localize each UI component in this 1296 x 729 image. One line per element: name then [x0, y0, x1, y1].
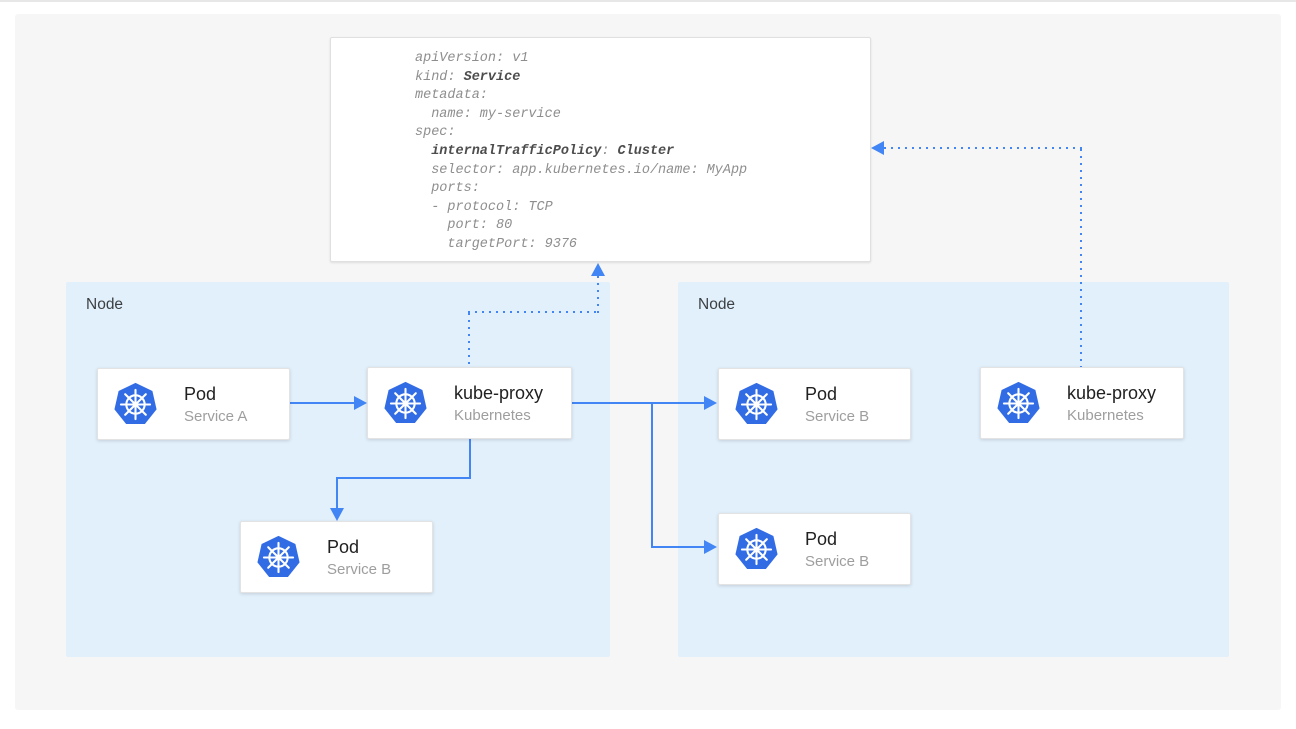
line-elbow-left	[336, 477, 471, 479]
yaml-line: port: 80	[415, 218, 513, 234]
line-branch-to-right-pod-bottom	[651, 546, 705, 548]
yaml-line: - protocol: TCP	[415, 199, 553, 215]
card-kube-proxy-left: kube-proxy Kubernetes	[367, 367, 572, 439]
kubernetes-icon	[995, 380, 1042, 427]
dotted-left-to-yaml	[597, 276, 599, 313]
arrowhead-into-left-pod-b	[330, 508, 344, 521]
node-label: Node	[86, 296, 124, 313]
dotted-right-horizontal	[884, 147, 1082, 149]
yaml-line: selector: app.kubernetes.io/name: MyApp	[415, 162, 748, 178]
yaml-line: spec:	[415, 125, 456, 141]
yaml-code: apiVersion: v1 kind: Service metadata: nam…	[415, 50, 747, 255]
top-divider	[0, 0, 1296, 2]
kubernetes-icon	[255, 534, 302, 581]
line-kube-proxy-to-right-pod-top	[572, 402, 705, 404]
kubernetes-icon	[112, 381, 159, 428]
node-box-right: Node	[678, 282, 1229, 657]
dotted-kube-proxy-right-up	[1080, 149, 1082, 367]
yaml-line: targetPort: 9376	[415, 236, 578, 252]
service-yaml-card: apiVersion: v1 kind: Service metadata: nam…	[330, 37, 871, 262]
arrowhead-into-yaml-right	[871, 141, 884, 155]
yaml-line: apiVersion: v1	[415, 51, 529, 66]
kubernetes-icon	[733, 526, 780, 573]
node-box-left: Node	[66, 282, 610, 657]
yaml-line: kind: Service	[415, 69, 521, 85]
card-pod-service-b-right-top: Pod Service B	[718, 368, 911, 440]
arrowhead-into-right-pod-bottom	[704, 540, 717, 554]
line-pod-a-to-kube-proxy	[290, 402, 356, 404]
arrowhead-into-kube-proxy-left	[354, 396, 367, 410]
card-subtitle: Kubernetes	[454, 406, 531, 424]
card-title: Pod	[805, 528, 838, 549]
card-pod-service-a: Pod Service A	[97, 368, 290, 440]
card-title: Pod	[184, 383, 217, 404]
card-title: kube-proxy	[1067, 382, 1157, 403]
dotted-left-horizontal	[468, 311, 600, 313]
yaml-line: ports:	[415, 181, 480, 197]
yaml-line: name: my-service	[415, 106, 561, 122]
node-label: Node	[698, 296, 736, 313]
card-title: Pod	[327, 536, 360, 557]
arrowhead-into-yaml-bottom	[591, 263, 605, 276]
card-pod-service-b-right-bottom: Pod Service B	[718, 513, 911, 585]
card-pod-service-b-left: Pod Service B	[240, 521, 433, 593]
line-kube-proxy-down	[469, 439, 471, 479]
arrowhead-into-right-pod-top	[704, 396, 717, 410]
card-kube-proxy-right: kube-proxy Kubernetes	[980, 367, 1184, 439]
line-elbow-down	[336, 477, 338, 509]
kubernetes-icon	[382, 380, 429, 427]
card-subtitle: Service B	[805, 407, 870, 425]
card-subtitle: Service B	[327, 560, 392, 578]
card-title: kube-proxy	[454, 382, 544, 403]
line-branch-down	[651, 402, 653, 548]
card-subtitle: Kubernetes	[1067, 406, 1144, 424]
dotted-kube-proxy-left-up	[468, 313, 470, 367]
yaml-line: internalTrafficPolicy: Cluster	[431, 143, 675, 159]
kubernetes-icon	[733, 381, 780, 428]
card-subtitle: Service A	[184, 407, 248, 425]
yaml-line: metadata:	[415, 88, 488, 104]
card-title: Pod	[805, 383, 838, 404]
card-subtitle: Service B	[805, 552, 870, 570]
